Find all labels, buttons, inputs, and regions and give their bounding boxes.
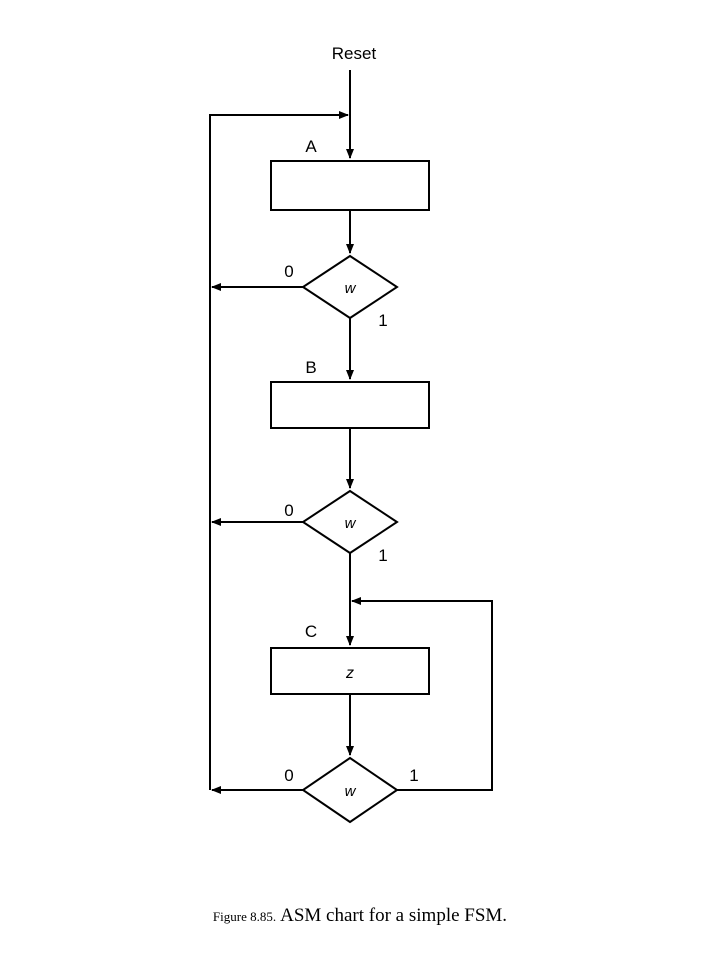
decision-2-condition: w xyxy=(345,515,357,532)
state-c-output: z xyxy=(345,665,354,682)
decision-1-true-label: 1 xyxy=(378,311,387,330)
caption-number: Figure 8.85. xyxy=(212,909,277,924)
state-a-box xyxy=(270,160,430,211)
state-c-name: C xyxy=(305,622,317,641)
decision-1-false-label: 0 xyxy=(284,262,293,281)
reset-label: Reset xyxy=(332,44,377,63)
decision-2-true-label: 1 xyxy=(378,546,387,565)
decision-2-false-label: 0 xyxy=(284,501,293,520)
state-b-name: B xyxy=(305,358,316,377)
decision-3-diamond xyxy=(301,756,399,824)
state-a-name: A xyxy=(305,137,317,156)
state-b-box xyxy=(270,381,430,429)
decision-1-condition: w xyxy=(345,280,357,297)
self-loop-c-line xyxy=(351,597,493,791)
decision-3-condition: w xyxy=(345,783,357,800)
figure-caption: Figure 8.85. ASM chart for a simple FSM. xyxy=(0,905,720,927)
decision-3-false-label: 0 xyxy=(284,766,293,785)
decision-3-true-label: 1 xyxy=(409,766,418,785)
caption-text: ASM chart for a simple FSM. xyxy=(280,905,508,926)
feedback-to-a-line xyxy=(209,111,349,790)
